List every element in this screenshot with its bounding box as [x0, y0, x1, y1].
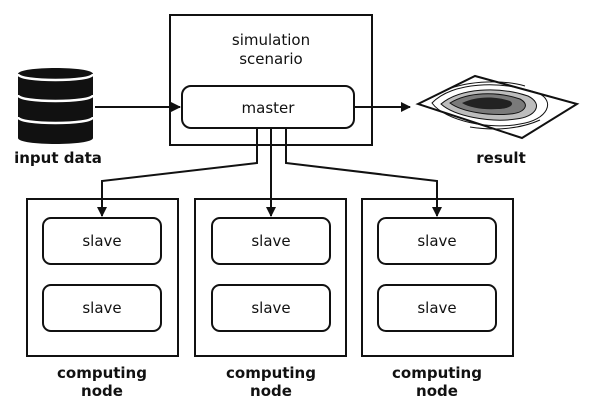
scenario-title-line1: simulation — [232, 31, 310, 49]
database-icon — [16, 68, 95, 144]
scenario-title-line2: scenario — [239, 50, 303, 68]
slave-box — [377, 217, 497, 265]
slave-box — [42, 284, 162, 332]
arrow-master-to-node-1 — [97, 128, 258, 217]
slave-label: slave — [417, 232, 456, 250]
input-data-label: input data — [14, 149, 102, 167]
computing-node-2: slave slave computing node — [194, 198, 347, 400]
master-label: master — [242, 99, 296, 117]
slave-box — [42, 217, 162, 265]
slave-label: slave — [251, 232, 290, 250]
computing-node-1: slave slave computing node — [26, 198, 179, 400]
node-label-line2: node — [81, 382, 123, 400]
contour-map-icon — [415, 74, 580, 140]
slave-label: slave — [82, 232, 121, 250]
master-to-nodes-connectors — [97, 128, 442, 217]
computing-node-3: slave slave computing node — [361, 198, 514, 400]
result-label: result — [476, 149, 526, 167]
slave-box — [377, 284, 497, 332]
node-label-line1: computing — [392, 364, 482, 382]
node-label-line1: computing — [57, 364, 147, 382]
slave-label: slave — [82, 299, 121, 317]
slave-label: slave — [417, 299, 456, 317]
node-label-line2: node — [416, 382, 458, 400]
slave-box — [211, 284, 331, 332]
node-label-line2: node — [250, 382, 292, 400]
slave-box — [211, 217, 331, 265]
master-box: master — [181, 85, 355, 129]
slave-label: slave — [251, 299, 290, 317]
node-label-line1: computing — [226, 364, 316, 382]
